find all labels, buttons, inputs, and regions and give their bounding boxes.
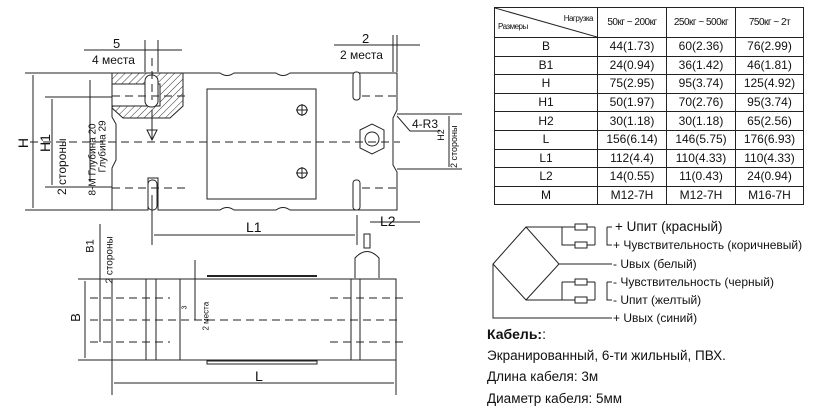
dim-B1-note: 2 стороны: [104, 236, 116, 284]
dim-3-label: 3: [181, 305, 189, 310]
dimension-value: M12-7H: [666, 185, 736, 206]
dimension-value: 110(4.33): [666, 148, 736, 169]
dimension-value: 95(3.74): [735, 92, 804, 113]
dimension-name: L: [494, 129, 598, 150]
dimension-value: 60(2.36): [666, 37, 736, 57]
column-header: 750кг ~ 2т: [735, 7, 804, 38]
dim-B-label: B: [67, 313, 83, 322]
dimension-value: 24(0.94): [735, 167, 804, 187]
dim-L-label: L: [255, 368, 263, 384]
dim-H2-label: H2: [435, 129, 446, 141]
dimension-value: M12-7H: [597, 185, 667, 206]
dimension-value: 95(3.74): [666, 74, 736, 94]
dim-B1-label: B1: [84, 239, 97, 253]
cable-type: Экранированный, 6-ти жильный, ПВХ.: [487, 348, 726, 363]
dimension-value: 110(4.33): [735, 148, 804, 169]
radius-note: 4-R3: [412, 117, 439, 131]
dimension-value: 176(6.93): [735, 129, 804, 150]
wire-label: - Uпит (желтый): [613, 293, 702, 307]
wire-label: + Uвых (синий): [613, 311, 698, 325]
dim-2-note: 2 места: [340, 48, 383, 62]
dimension-value: 24(0.94): [597, 55, 667, 76]
corner-dims-label: Размеры: [498, 22, 528, 31]
wiring-bridge-diagram: [492, 223, 612, 319]
dim-L1-label: L1: [246, 219, 262, 235]
dimension-value: 11(0.43): [666, 167, 736, 187]
dimension-value: 125(4.92): [735, 74, 804, 94]
wire-label: + Uпит (красный): [615, 219, 723, 234]
dimension-name: H1: [494, 92, 598, 113]
dim-H-label: H: [15, 137, 32, 149]
dimension-value: 30(1.18): [597, 111, 667, 131]
dim-5-label: 5: [113, 36, 121, 51]
dimension-name: B1: [494, 55, 598, 76]
dimension-value: 30(1.18): [666, 111, 736, 131]
dim-H1-label: H1: [36, 134, 53, 152]
dimension-value: 44(1.73): [597, 37, 667, 57]
column-header: 250кг ~ 500кг: [666, 7, 736, 38]
dimension-value: 14(0.55): [597, 167, 667, 187]
wire-label: - Чувствительность (черный): [613, 275, 774, 289]
cable-heading: Кабель::: [487, 326, 546, 342]
table-header-row: Нагрузка Размеры 50кг ~ 200кг 250кг ~ 50…: [494, 7, 804, 38]
dimension-value: 76(2.99): [735, 37, 804, 57]
dimension-value: 50(1.97): [597, 92, 667, 113]
dimension-name: H2: [494, 111, 598, 131]
wire-label: - Uвых (белый): [613, 257, 697, 271]
cable-length: Длина кабеля: 3м: [487, 369, 599, 384]
dimension-value: 146(5.75): [666, 129, 736, 150]
cable-title-suffix: :: [542, 326, 546, 342]
column-header: 50кг ~ 200кг: [597, 7, 667, 38]
depth-note: Глубина 29: [97, 120, 109, 173]
dim-H1-note: 2 стороны: [55, 138, 69, 195]
dimension-value: 46(1.81): [735, 55, 804, 76]
dimension-name: M: [494, 185, 598, 206]
table-corner-cell: Нагрузка Размеры: [494, 7, 598, 38]
dimension-value: M16-7H: [735, 185, 804, 206]
dimensions-table: Нагрузка Размеры 50кг ~ 200кг 250кг ~ 50…: [494, 7, 804, 206]
top-view: [25, 35, 462, 211]
dimension-name: H: [494, 74, 598, 94]
bottom-view: [78, 195, 420, 395]
dimension-value: 36(1.42): [666, 55, 736, 76]
dimension-name: L2: [494, 167, 598, 187]
wire-label: + Чувствительность (коричневый): [613, 238, 803, 252]
dimension-value: 75(2.95): [597, 74, 667, 94]
dim-2-label: 2: [362, 31, 370, 46]
dimension-name: B: [494, 37, 598, 57]
dimension-value: 156(6.14): [597, 129, 667, 150]
dimension-name: L1: [494, 148, 598, 169]
dim-L2-label: L2: [380, 213, 396, 229]
dim-3-note: 2 места: [201, 301, 211, 331]
corner-load-label: Нагрузка: [563, 14, 594, 23]
cable-diameter: Диаметр кабеля: 5мм: [487, 391, 623, 406]
dim-5-note: 4 места: [92, 53, 135, 67]
dimension-value: 65(2.56): [735, 111, 804, 131]
cable-title: Кабель:: [487, 326, 543, 342]
dimension-value: 112(4.4): [597, 148, 667, 169]
dimension-value: 70(2.76): [666, 92, 736, 113]
dim-H2-note: 2 стороны: [449, 125, 459, 168]
